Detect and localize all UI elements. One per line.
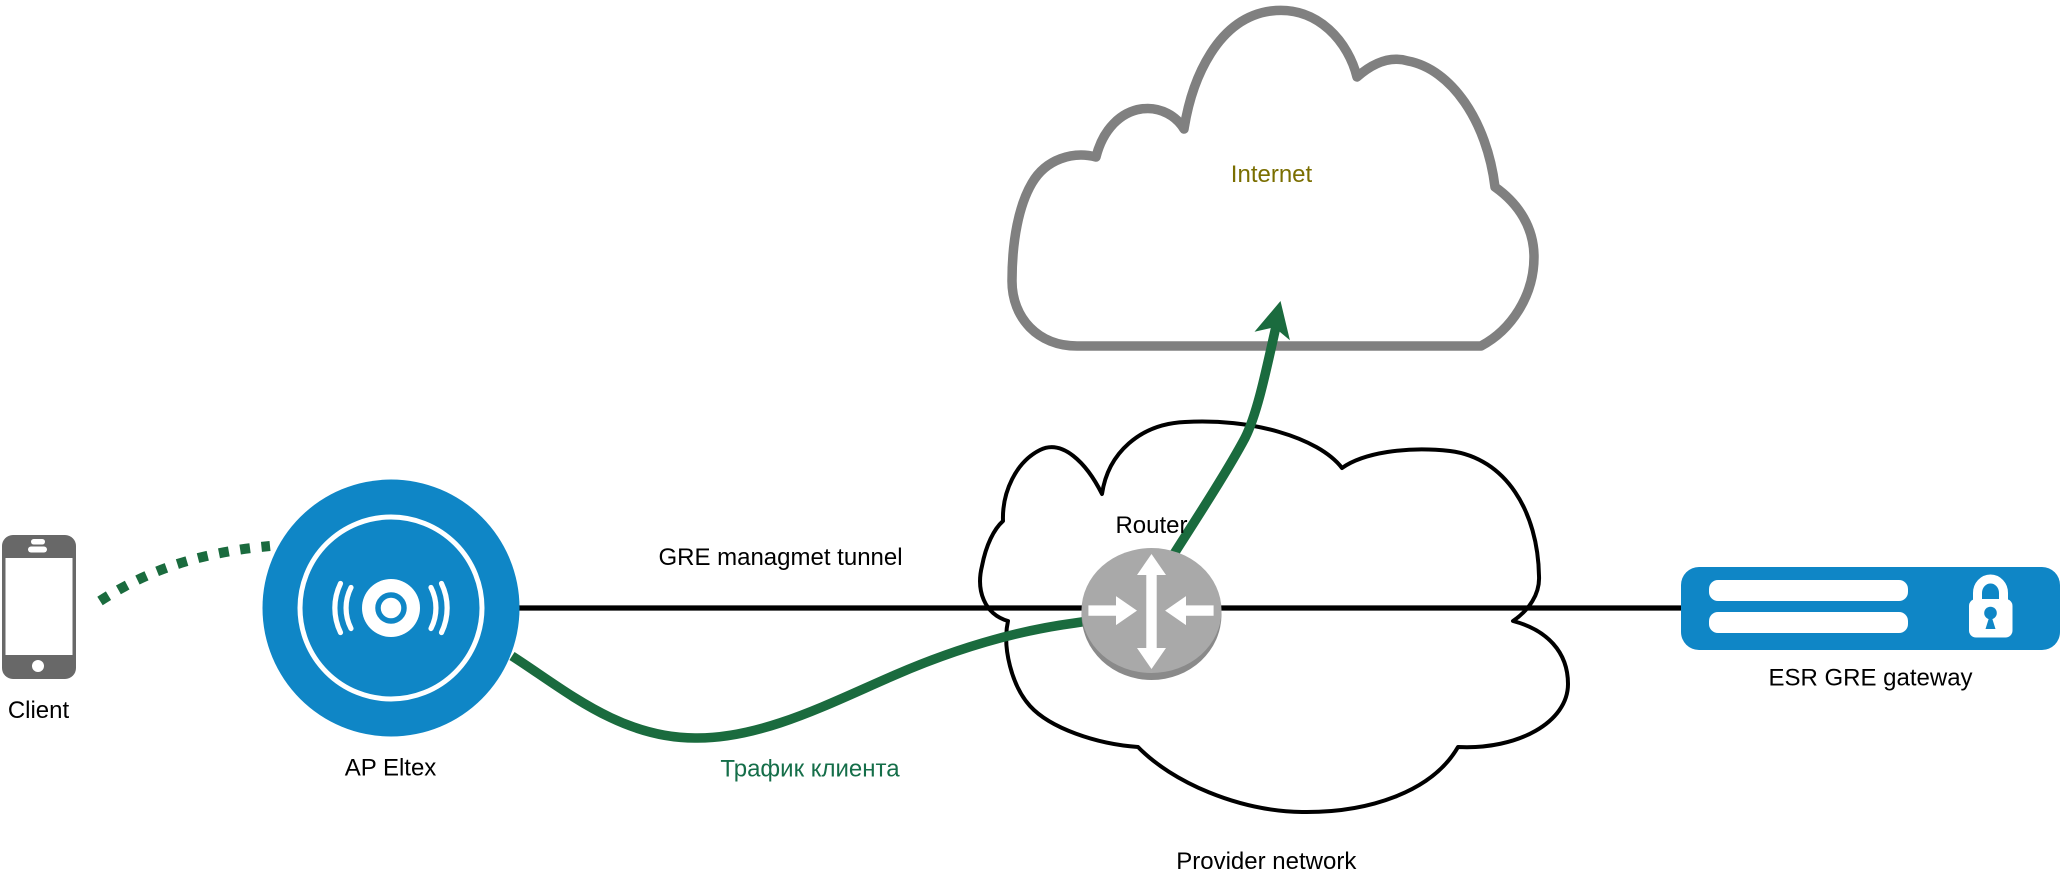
provider-cloud-shape (978, 419, 1570, 815)
wifi-arc-right-inner (428, 584, 439, 632)
client-label: Client (8, 697, 70, 724)
smartphone-icon (2, 535, 76, 679)
client-traffic-label: Трафик клиента (720, 756, 900, 783)
router-vertical-arrow (1137, 554, 1166, 669)
ap-label: AP Eltex (345, 755, 437, 782)
ap-inner-ring (297, 514, 485, 702)
client-traffic-arrowhead (1254, 301, 1290, 341)
gateway-slot-top (1709, 580, 1908, 601)
phone-earpiece (31, 539, 45, 545)
gateway-slot-bottom (1709, 612, 1908, 633)
wireless-dashed-link (97, 541, 271, 606)
router-node: Router (1081, 512, 1222, 680)
wifi-arc-left-inner (343, 584, 354, 632)
internet-cloud-shape (1007, 5, 1539, 351)
phone-home-button (32, 660, 44, 672)
router-label: Router (1115, 512, 1187, 539)
lock-shackle (1973, 574, 2008, 604)
lock-keyhole-tail (1985, 613, 1996, 629)
router-crossed-arrows-icon (1081, 548, 1222, 680)
gateway-label: ESR GRE gateway (1768, 665, 1972, 692)
lock-icon (1969, 574, 2013, 638)
phone-speaker (28, 546, 47, 553)
client-node: Client (2, 535, 76, 724)
client-traffic-link (509, 301, 1290, 743)
phone-screen (5, 558, 73, 655)
router-left-arrow (1088, 596, 1137, 626)
gateway-node: ESR GRE gateway (1681, 567, 2060, 692)
provider-label: Provider network (1176, 848, 1357, 875)
gre-tunnel-label: GRE managmet tunnel (658, 544, 902, 571)
wifi-arc-right-outer (438, 580, 450, 636)
ap-node: AP Eltex (262, 479, 520, 782)
wifi-arc-left-outer (332, 580, 344, 636)
wireless-access-point-icon (262, 479, 520, 737)
ap-center-ring (375, 592, 407, 624)
rack-device-with-lock-icon (1681, 567, 2060, 650)
client-traffic-curve (509, 320, 1282, 743)
provider-cloud (978, 419, 1570, 815)
internet-label: Internet (1231, 161, 1313, 188)
router-right-arrow (1165, 596, 1214, 626)
internet-cloud (1007, 5, 1539, 351)
